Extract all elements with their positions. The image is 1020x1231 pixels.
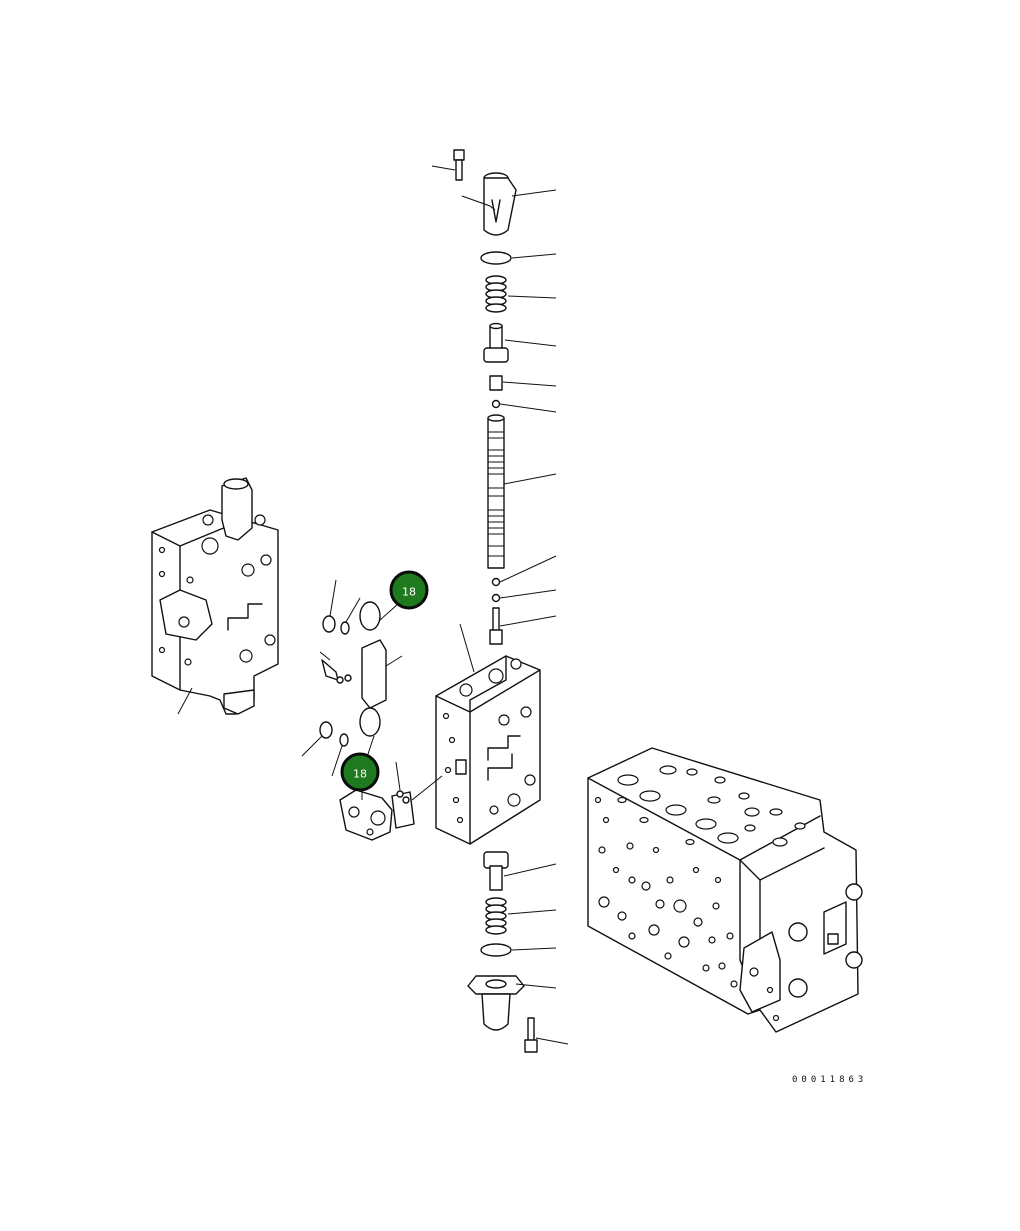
top-bolt [431,149,465,181]
numbered-callout-icon[interactable] [389,570,429,610]
spring-top [485,275,557,313]
side-plugs [739,883,863,1022]
pin [489,607,557,645]
numbered-callout-icon[interactable] [340,752,380,792]
small-o-ring-1 [491,399,501,409]
upper-parts-stack [431,149,557,645]
lower-parts-stack [467,851,569,1053]
lower-piston [483,851,557,891]
o-ring-top [480,251,512,265]
front-face-ports [594,796,738,988]
top-cap [461,172,557,236]
left-seal-group [301,579,403,777]
spool [487,414,557,569]
left-valve-assembly [151,477,279,715]
piston [483,322,557,363]
plug [489,375,557,391]
top-face-ports [617,765,806,847]
pilot-body [339,761,443,841]
drawing-number: 00011863 [792,1075,867,1085]
small-o-ring-2 [491,577,501,587]
small-o-ring-3 [491,593,501,603]
o-ring-bottom [480,943,512,957]
center-valve-section [435,623,541,845]
callout-18-upper[interactable]: 18 [379,570,429,621]
bottom-bolt [524,1017,569,1053]
bottom-cap [467,975,557,1031]
right-valve-block [587,747,863,1033]
lower-spring [485,897,557,935]
